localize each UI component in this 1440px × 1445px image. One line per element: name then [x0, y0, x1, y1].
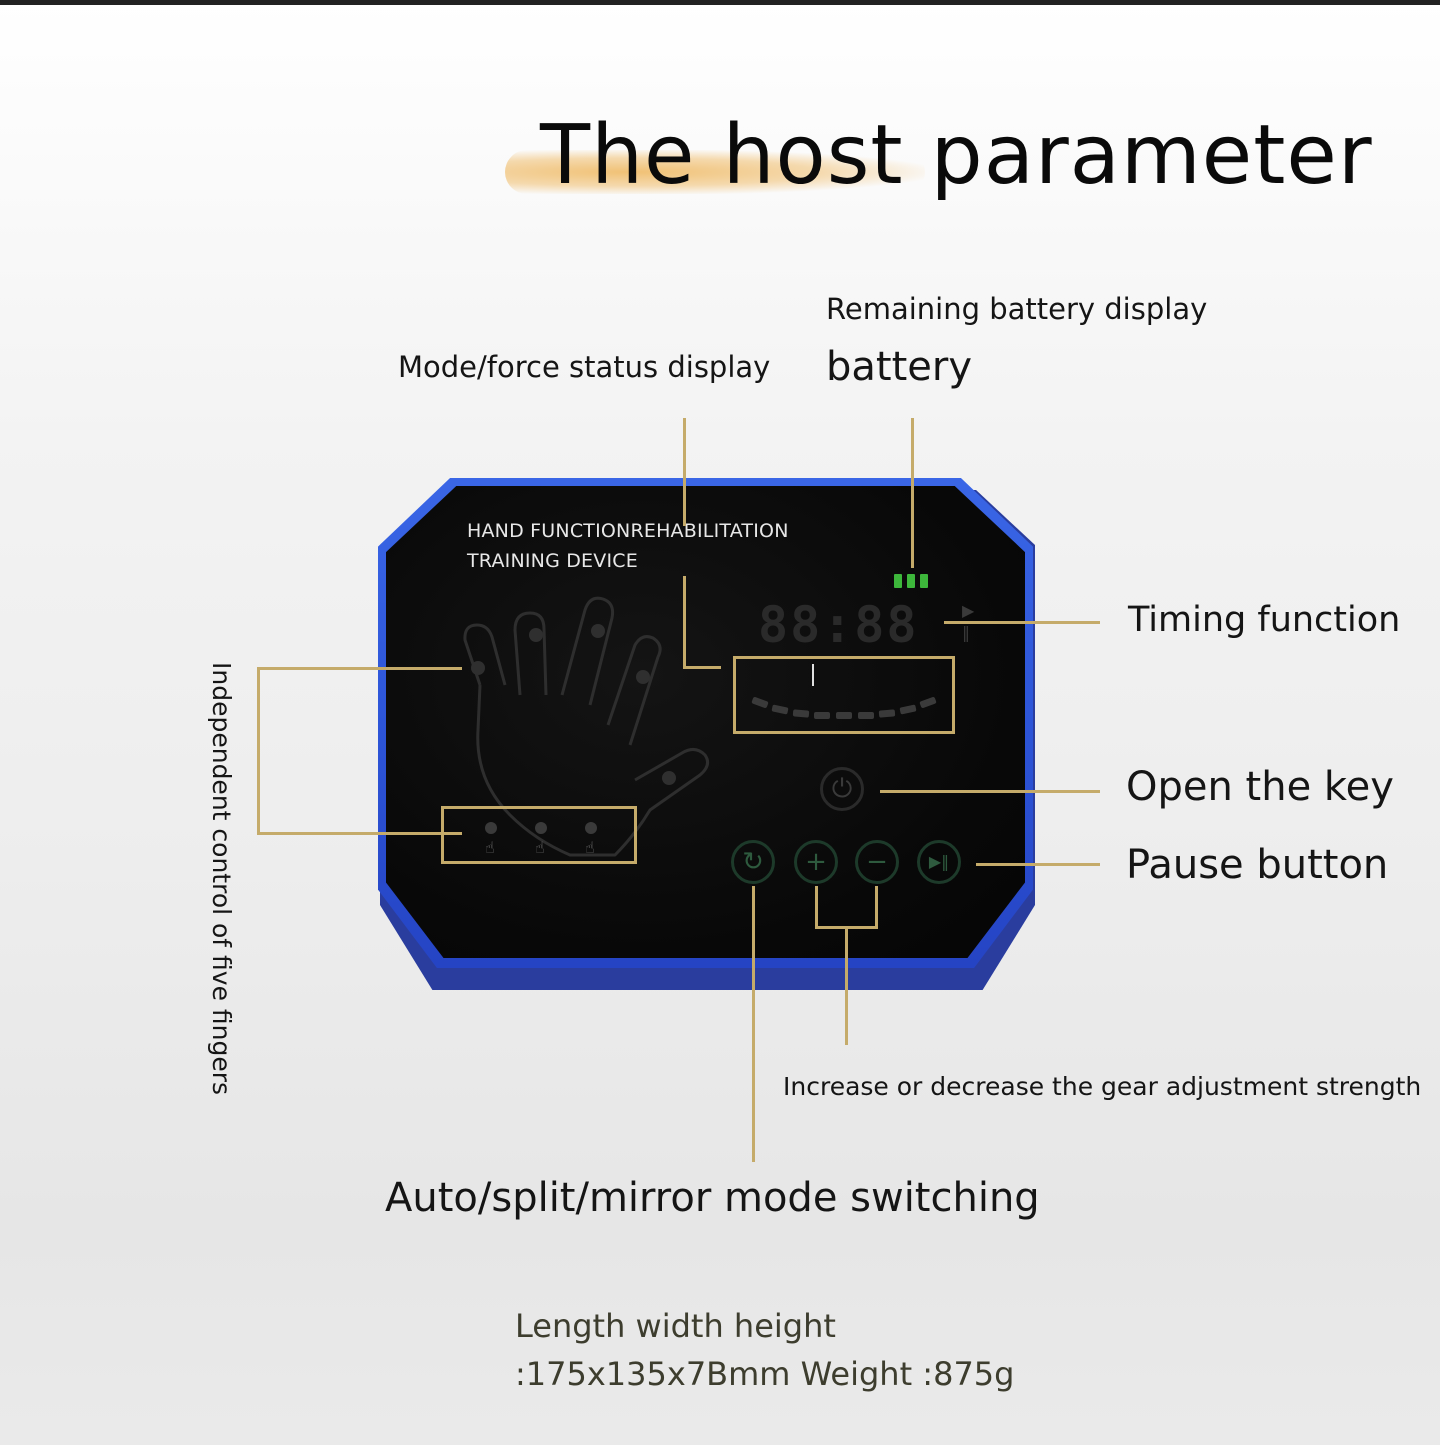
minus-button[interactable]: −	[855, 840, 899, 884]
specs-line1: Length width height	[515, 1307, 836, 1345]
page-title: The host parameter	[540, 108, 1373, 203]
gear-label: Increase or decrease the gear adjustment…	[783, 1072, 1422, 1101]
open-key-label: Open the key	[1126, 764, 1394, 810]
top-border	[0, 0, 1440, 5]
specs-line2: :175x135x7Bmm Weight :875g	[515, 1355, 1015, 1393]
power-button[interactable]: ⏻	[820, 767, 864, 811]
mode-button[interactable]: ↻	[731, 840, 775, 884]
finger-button-2[interactable]	[535, 822, 547, 834]
battery-display-label: Remaining battery display	[826, 292, 1208, 326]
pause-label: Pause button	[1126, 842, 1389, 888]
mode-force-label: Mode/force status display	[398, 350, 771, 384]
play-status-icon: ▶‖	[962, 601, 975, 642]
mode-cycle-icon: ↻	[742, 847, 764, 877]
device-title-line2: TRAINING DEVICE	[467, 550, 638, 572]
plus-icon: +	[805, 847, 827, 877]
play-pause-icon: ▶‖	[928, 852, 950, 871]
play-pause-button[interactable]: ▶‖	[917, 840, 961, 884]
plus-button[interactable]: +	[794, 840, 838, 884]
power-icon: ⏻	[831, 774, 853, 804]
five-fingers-label: Independent control of five fingers	[207, 662, 236, 1096]
battery-label: battery	[826, 344, 972, 390]
specs: Length width height :175x135x7Bmm Weight…	[515, 1302, 1014, 1398]
finger-button-3[interactable]	[585, 822, 597, 834]
device-face	[386, 486, 1025, 958]
finger-pointer-icon: ☝	[535, 838, 545, 857]
minus-icon: −	[866, 847, 888, 877]
title-brush-highlight	[505, 150, 925, 194]
device-title-line1: HAND FUNCTIONREHABILITATION	[467, 520, 789, 542]
finger-pointer-icon: ☝	[485, 838, 495, 857]
timing-label: Timing function	[1128, 600, 1401, 640]
finger-pointer-icon: ☝	[585, 838, 595, 857]
finger-button-1[interactable]	[485, 822, 497, 834]
device-title: HAND FUNCTIONREHABILITATION TRAINING DEV…	[467, 516, 789, 576]
mode-switch-label: Auto/split/mirror mode switching	[385, 1175, 1040, 1221]
hand-outline-icon	[463, 596, 710, 857]
timer-display: 88:88	[758, 596, 919, 654]
